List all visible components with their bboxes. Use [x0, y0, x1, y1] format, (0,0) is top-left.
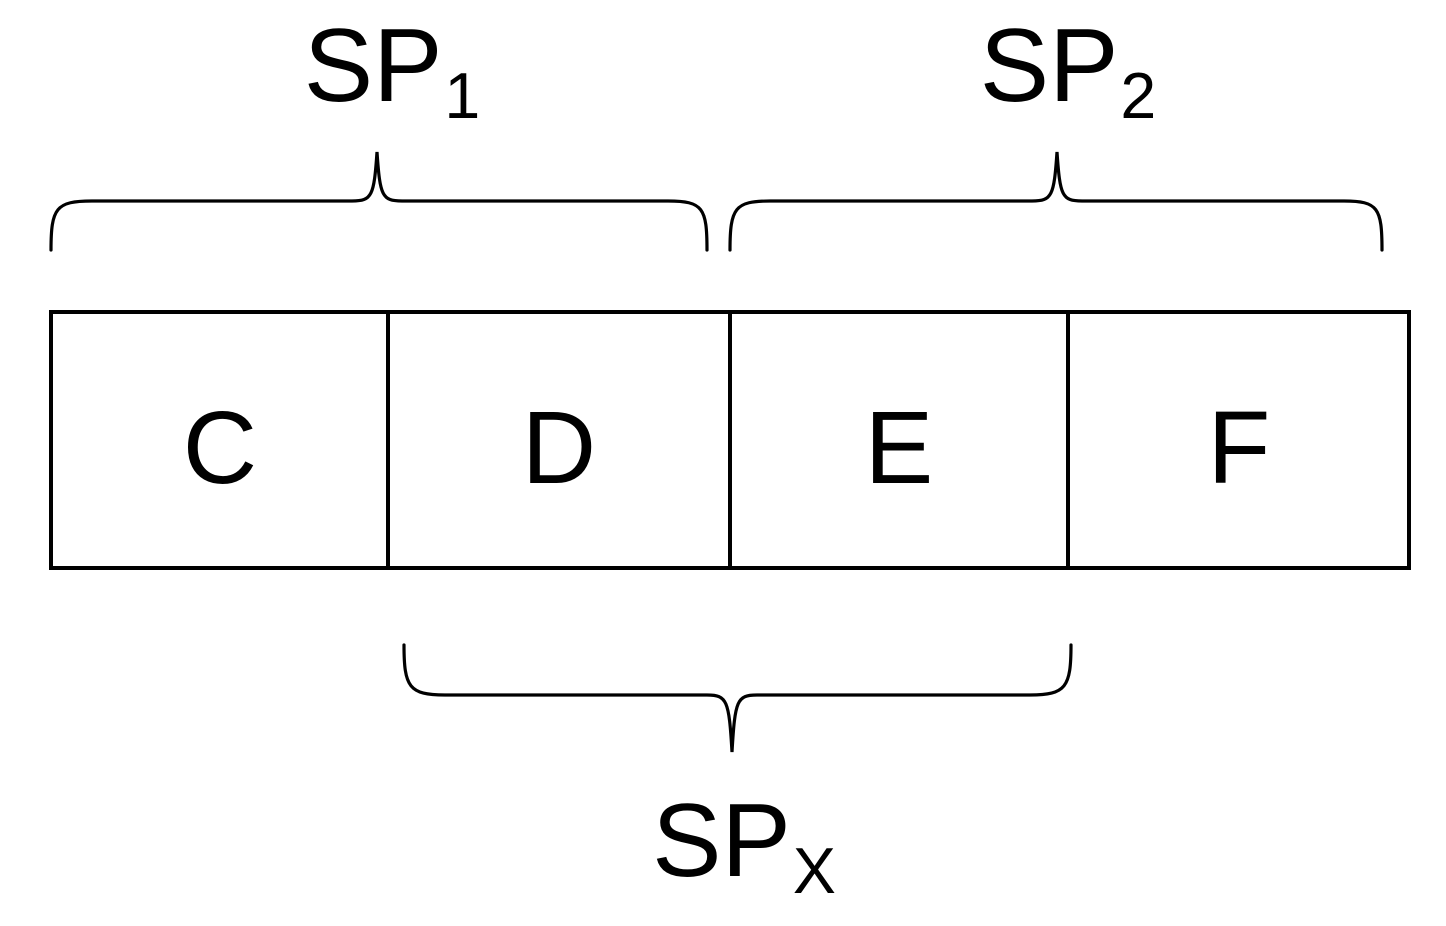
brace-label-sp1: SP1: [304, 14, 481, 128]
sp2-subscript: 2: [1120, 59, 1157, 132]
brace-sp2: [728, 151, 1384, 252]
sp2-prefix: SP: [979, 8, 1119, 124]
spx-prefix: SP: [652, 783, 791, 899]
brace-label-spx: SPX: [652, 789, 836, 903]
brace-label-sp2: SP2: [980, 14, 1157, 128]
sp1-prefix: SP: [303, 8, 443, 124]
sp1-subscript: 1: [444, 59, 481, 132]
cell-c-label: C: [183, 390, 257, 505]
spx-subscript: X: [792, 834, 836, 907]
brace-spx: [402, 643, 1073, 753]
cell-d-label: D: [522, 390, 596, 505]
cell-f-label: F: [1208, 390, 1271, 505]
brace-sp1: [49, 151, 709, 252]
cell-e-label: E: [865, 390, 934, 505]
